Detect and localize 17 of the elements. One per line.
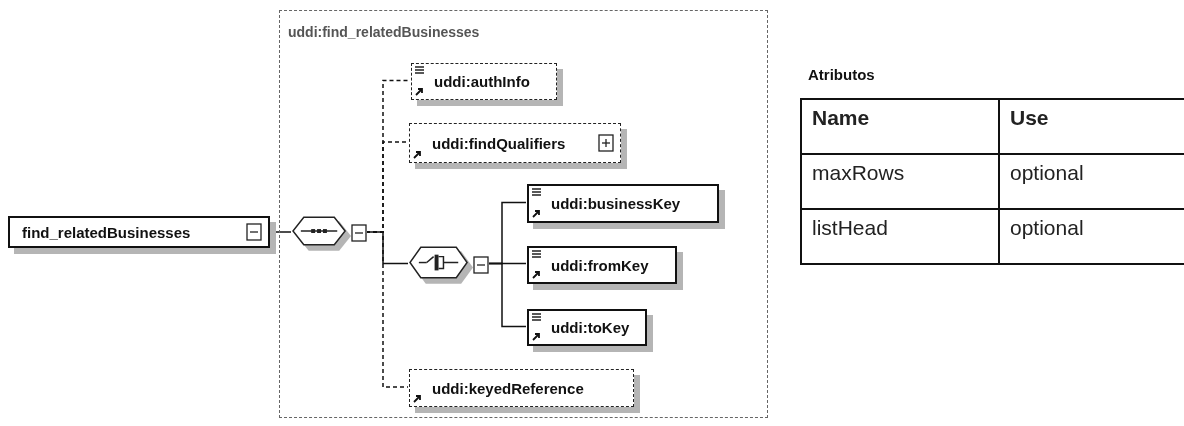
- element-name: uddi:findQualifiers: [432, 134, 567, 152]
- column-header: Use: [1000, 100, 1184, 155]
- group-title: uddi:find_relatedBusinesses: [288, 24, 480, 40]
- table-title: Atributos: [808, 66, 875, 83]
- table-cell: listHead: [802, 210, 1000, 265]
- element-name: find_relatedBusinesses: [22, 223, 192, 241]
- element-name: uddi:authInfo: [434, 73, 531, 90]
- column-header: Name: [802, 100, 1000, 155]
- table-cell: maxRows: [802, 155, 1000, 210]
- connector-line: [487, 262, 527, 328]
- element-name: uddi:fromKey: [551, 256, 650, 274]
- element-name: uddi:businessKey: [551, 195, 682, 212]
- element-name: uddi:toKey: [551, 319, 631, 336]
- element-name: uddi:keyedReference: [432, 379, 585, 397]
- table-cell: optional: [1000, 210, 1184, 265]
- table-cell: optional: [1000, 155, 1184, 210]
- group-frame: [279, 10, 768, 418]
